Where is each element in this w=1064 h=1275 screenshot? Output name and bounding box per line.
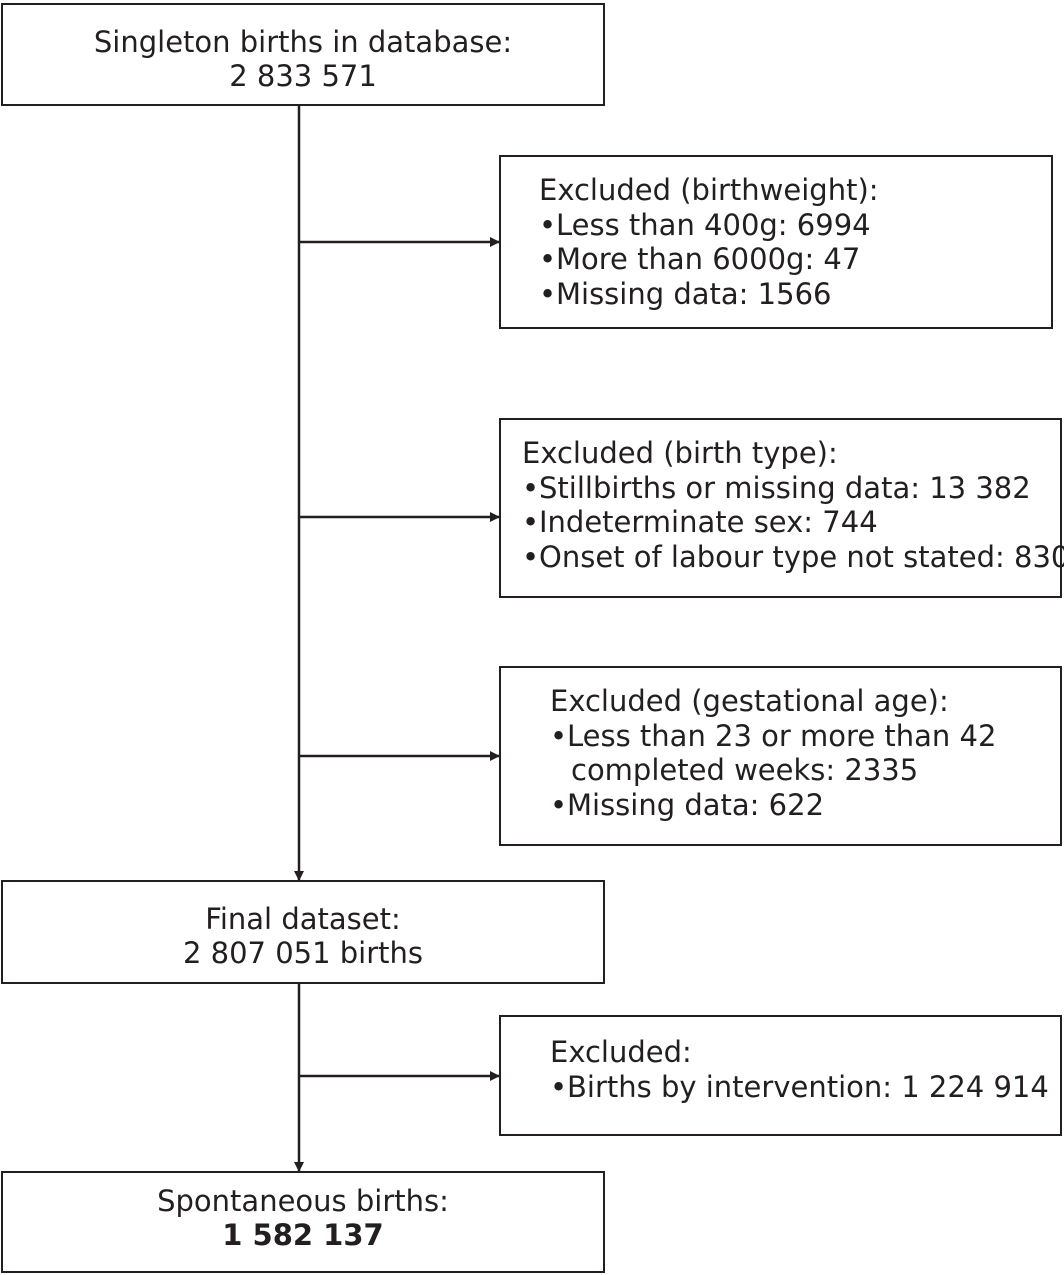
excluded-gestational-age-box: Excluded (gestational age): Less than 23… <box>499 666 1062 846</box>
final-dataset-label: Final dataset: <box>205 902 401 936</box>
list-item: Less than 23 or more than 42 completed w… <box>550 719 1060 788</box>
spontaneous-births-count: 1 582 137 <box>222 1218 384 1252</box>
excluded-birthweight-heading: Excluded (birthweight): <box>539 173 879 207</box>
excluded-gestational-age-heading: Excluded (gestational age): <box>550 684 949 718</box>
excluded-birth-type-heading: Excluded (birth type): <box>522 436 838 470</box>
list-item: Stillbirths or missing data: 13 382 <box>522 471 1060 506</box>
excluded-gestational-age-list: Less than 23 or more than 42 completed w… <box>550 719 1060 823</box>
list-item: Missing data: 1566 <box>539 277 1051 312</box>
final-dataset-box: Final dataset: 2 807 051 births <box>1 880 605 984</box>
excluded-intervention-box: Excluded: Births by intervention: 1 224 … <box>499 1015 1062 1136</box>
excluded-birthweight-list: Less than 400g: 6994 More than 6000g: 47… <box>539 208 1051 312</box>
singleton-births-count: 2 833 571 <box>229 59 377 93</box>
list-item: Missing data: 622 <box>550 788 1060 823</box>
gestational-age-item-line2: completed weeks: 2335 <box>571 753 919 787</box>
spontaneous-births-box: Spontaneous births: 1 582 137 <box>1 1171 605 1273</box>
singleton-births-label: Singleton births in database: <box>93 25 513 59</box>
final-dataset-count: 2 807 051 births <box>182 936 424 970</box>
singleton-births-box: Singleton births in database: 2 833 571 <box>1 3 605 106</box>
excluded-birthweight-box: Excluded (birthweight): Less than 400g: … <box>499 155 1053 329</box>
list-item: Onset of labour type not stated: 830 <box>522 540 1064 575</box>
list-item: Births by intervention: 1 224 914 <box>550 1070 1060 1105</box>
list-item: Less than 400g: 6994 <box>539 208 1051 243</box>
excluded-intervention-heading: Excluded: <box>550 1035 692 1069</box>
excluded-birth-type-box: Excluded (birth type): Stillbirths or mi… <box>499 418 1064 598</box>
excluded-intervention-list: Births by intervention: 1 224 914 <box>550 1070 1060 1105</box>
excluded-birth-type-list: Stillbirths or missing data: 13 382 Inde… <box>522 471 1064 575</box>
gestational-age-item-line1: Less than 23 or more than 42 <box>567 718 997 753</box>
list-item: More than 6000g: 47 <box>539 242 1051 277</box>
spontaneous-births-label: Spontaneous births: <box>157 1184 449 1218</box>
list-item: Indeterminate sex: 744 <box>522 505 1060 540</box>
